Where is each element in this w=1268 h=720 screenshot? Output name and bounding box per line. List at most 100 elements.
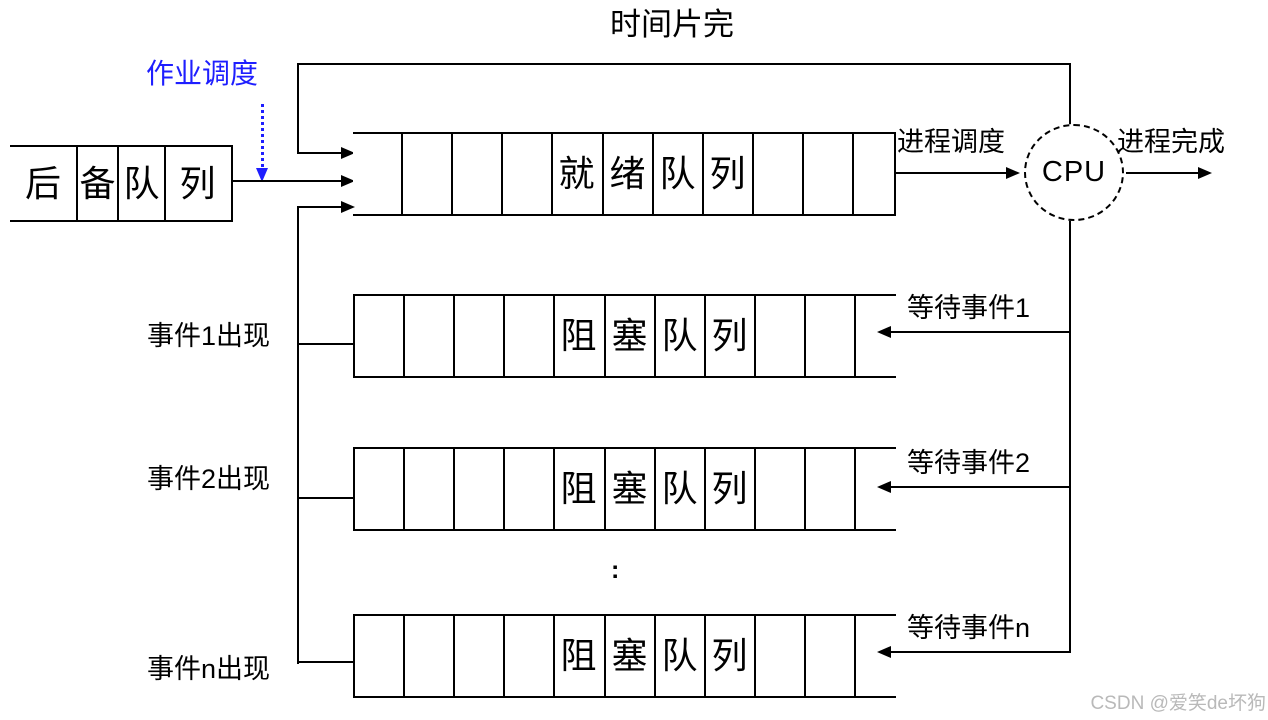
queue-divider — [503, 296, 505, 376]
blocked-queue-char: 列 — [711, 468, 748, 509]
arrow-backup-to-ready — [341, 175, 355, 187]
queue-divider — [654, 296, 656, 376]
queue-divider — [854, 616, 856, 696]
blocked-queue-char: 塞 — [611, 635, 648, 676]
blocked-queue-n: 阻 塞 队 列 — [353, 614, 896, 698]
cpu-circle: CPU — [1024, 124, 1124, 221]
time-slice-line-into-ready — [297, 152, 343, 154]
queue-divider — [854, 449, 856, 529]
ready-queue-char: 就 — [558, 153, 595, 194]
wait-eventn-label: 等待事件n — [907, 613, 1031, 643]
queue-divider — [602, 134, 604, 214]
event1-stub-line — [297, 343, 355, 345]
wait-event1-line — [890, 331, 1071, 333]
queue-divider — [604, 449, 606, 529]
arrow-wait-event1 — [877, 326, 891, 338]
blocked-queue-char: 队 — [661, 635, 698, 676]
blocked-queue-char: 队 — [661, 468, 698, 509]
queue-divider — [553, 449, 555, 529]
blocked-queue-2: 阻 塞 队 列 — [353, 447, 896, 531]
ready-queue-char: 队 — [659, 153, 696, 194]
backup-queue: 后 备 队 列 — [10, 145, 233, 222]
queue-divider — [754, 449, 756, 529]
queue-divider — [804, 616, 806, 696]
blocked-queue-char: 阻 — [560, 468, 597, 509]
ready-queue: 就 绪 队 列 — [353, 132, 896, 216]
queue-divider — [403, 296, 405, 376]
time-slice-title: 时间片完 — [610, 7, 734, 42]
queue-divider — [752, 134, 754, 214]
queue-divider — [403, 616, 405, 696]
ready-queue-char: 绪 — [609, 153, 646, 194]
queue-divider — [804, 449, 806, 529]
cpu-label: CPU — [1041, 156, 1107, 188]
process-complete-label: 进程完成 — [1117, 127, 1225, 157]
event2-stub-line — [297, 497, 355, 499]
queue-divider — [553, 616, 555, 696]
wait-eventn-line — [890, 651, 1071, 653]
arrow-time-slice-to-ready — [341, 147, 355, 159]
csdn-watermark: CSDN @爱笑de坏狗 — [1090, 693, 1266, 714]
ellipsis-dots: : — [611, 556, 620, 584]
blocked-queue-char: 塞 — [611, 468, 648, 509]
eventn-occurs-label: 事件n出现 — [147, 654, 271, 684]
wait-event2-line — [890, 486, 1071, 488]
cpu-to-blocked-line — [1069, 221, 1071, 653]
queue-divider — [451, 134, 453, 214]
blocked-queue-1: 阻 塞 队 列 — [353, 294, 896, 378]
blocked-queue-char: 列 — [711, 315, 748, 356]
queue-divider — [654, 449, 656, 529]
queue-divider — [852, 134, 854, 214]
blocked-queue-char: 塞 — [611, 315, 648, 356]
time-slice-line-left — [297, 63, 299, 154]
queue-divider — [403, 449, 405, 529]
queue-divider — [553, 296, 555, 376]
queue-divider — [754, 616, 756, 696]
time-slice-line-cpu-top — [1069, 63, 1071, 125]
queue-divider — [652, 134, 654, 214]
cpu-out-line — [1126, 172, 1199, 174]
blocked-queue-char: 阻 — [560, 635, 597, 676]
process-scheduling-label: 进程调度 — [897, 127, 1005, 157]
backup-queue-char: 列 — [179, 162, 216, 204]
queue-divider — [551, 134, 553, 214]
queue-divider — [117, 147, 119, 220]
queue-divider — [76, 147, 78, 220]
queue-divider — [754, 296, 756, 376]
job-scheduling-dotted-line — [261, 104, 264, 168]
queue-divider — [503, 616, 505, 696]
wait-event1-label: 等待事件1 — [907, 293, 1031, 323]
backup-queue-char: 备 — [79, 162, 116, 204]
queue-divider — [401, 134, 403, 214]
queue-divider — [654, 616, 656, 696]
blocked-queue-char: 列 — [711, 635, 748, 676]
arrow-job-scheduling-down — [256, 168, 268, 182]
blocked-queue-char: 队 — [661, 315, 698, 356]
ready-queue-char: 列 — [709, 153, 746, 194]
eventn-stub-line — [297, 661, 355, 663]
blocked-queue-char: 阻 — [560, 315, 597, 356]
arrow-wait-event2 — [877, 481, 891, 493]
arrow-process-complete — [1198, 167, 1212, 179]
queue-divider — [702, 134, 704, 214]
queue-divider — [704, 616, 706, 696]
return-to-ready-line — [297, 206, 343, 208]
queue-divider — [164, 147, 166, 220]
queue-divider — [704, 296, 706, 376]
backup-queue-char: 后 — [24, 162, 61, 204]
arrow-wait-eventn — [877, 646, 891, 658]
wait-event2-label: 等待事件2 — [907, 448, 1031, 478]
ready-to-cpu-line — [896, 172, 1006, 174]
queue-divider — [604, 296, 606, 376]
queue-divider — [802, 134, 804, 214]
queue-divider — [503, 449, 505, 529]
event1-occurs-label: 事件1出现 — [147, 321, 271, 351]
queue-divider — [604, 616, 606, 696]
time-slice-line-top — [297, 63, 1071, 65]
queue-divider — [501, 134, 503, 214]
return-vertical-line — [297, 206, 299, 664]
backup-queue-char: 队 — [123, 162, 160, 204]
arrow-ready-to-cpu — [1006, 167, 1020, 179]
arrow-return-to-ready — [341, 201, 355, 213]
